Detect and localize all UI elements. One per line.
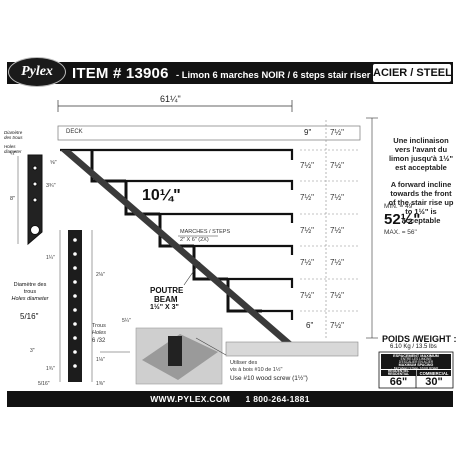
holes3-en: Holes [92, 330, 107, 336]
spacing-en-2: BETWEEN STEEL STAIR RISER [393, 366, 439, 370]
rise-right-5: 7½" [330, 258, 344, 267]
rise-right-7: 7½" [330, 321, 344, 330]
screw-note-fr-2: vis à bois #10 de 1½" [230, 367, 283, 373]
diagonal-beam [60, 150, 292, 342]
deck-label: DECK [66, 129, 83, 135]
total-run-dimension [57, 100, 293, 112]
screw-detail-photo [135, 327, 227, 385]
vdim-3: 3" [30, 348, 35, 354]
beam-label-1: POUTRE [150, 286, 184, 295]
hole-dia-en: Holes diameter [11, 296, 49, 302]
footer-phone: 1 800-264-1881 [245, 394, 310, 404]
small-hole-dia-val: ¼" [10, 151, 16, 157]
rise-left-3: 7½" [300, 226, 314, 235]
item-number: ITEM # 13906 [72, 65, 169, 82]
pylex-logo: Pylex [8, 57, 66, 87]
concrete-pad [225, 341, 359, 357]
residential-label: RÉSIDENTIEL RESIDENTIAL [387, 369, 410, 376]
rise-right-4: 7½" [330, 226, 344, 235]
material-tag: ACIER / STEEL [373, 64, 452, 82]
beam-size: 1½" X 3" [150, 304, 179, 311]
small-hole-dia-en: Holes diameter [4, 144, 22, 155]
vdim-5-16: 5/16" [38, 381, 50, 387]
rise-left-1: 7½" [300, 161, 314, 170]
commercial-value: 30" [425, 376, 443, 388]
screw-note-en: Use #10 wood screw (1½") [230, 375, 308, 382]
holes3-fr: Trous [92, 323, 106, 329]
rise-guide-lines [300, 120, 360, 340]
vertical-bracket [59, 230, 130, 382]
spacing-fr-1: ESPACEMENT MAXIMUM [393, 354, 439, 358]
header-band [7, 62, 453, 84]
incline-note-fr: Une inclinaison vers l'avant du limon ju… [388, 136, 454, 172]
height-max: MAX. = 56" [384, 229, 417, 236]
step-depth-label: 10¼" [140, 187, 183, 205]
vdim-1-1-4: 1¼" [46, 255, 55, 261]
vdim-2-1-8: 2⅛" [96, 272, 105, 278]
deck-board [57, 125, 361, 141]
side-bracket [17, 154, 43, 246]
hole-dia-val: 5/16" [20, 312, 39, 321]
height-min: MIN. = 49" [384, 203, 415, 210]
holes3-val: 6 /32 [92, 338, 106, 344]
vdim-1-1-8: 1⅛" [96, 357, 105, 363]
treads-size: 2" X 6" (2X) [180, 237, 209, 243]
spacing-en-1: MAXIMUM SPACING [398, 363, 434, 367]
rise-right-2: 7½" [330, 161, 344, 170]
footer-website[interactable]: WWW.PYLEX.COM [150, 394, 231, 404]
spacing-fr-2: ENTRE LES LIMONS [400, 357, 432, 361]
weight-table [378, 351, 454, 389]
product-description: - Limon 6 marches NOIR / 6 steps stair r… [176, 69, 406, 80]
logo-text: Pylex [21, 64, 53, 79]
rise-left-5: 7½" [300, 291, 314, 300]
rise-right-6: 7½" [330, 291, 344, 300]
bottom-rise-label: 6" [306, 321, 314, 330]
height-nominal: 52½" [384, 211, 421, 228]
beam-callout-line [183, 261, 201, 286]
rise-right-1: 7½" [330, 128, 344, 137]
overall-height-dimension [366, 117, 378, 339]
residential-value: 66" [389, 376, 408, 388]
treads-label: MARCHES / STEPS [180, 229, 231, 235]
side-dim-5-8: ⅝" [50, 160, 57, 166]
rise-left-4: 7½" [300, 258, 314, 267]
vdim-5-1-4: 5¼" [122, 318, 131, 324]
total-run-label: 61¼" [160, 94, 181, 104]
weight-value: 6.10 Kg / 13.5 lbs [390, 344, 437, 350]
side-dim-3-3-4: 3¾" [46, 183, 56, 189]
vdim-1-3-4: 1¾" [46, 366, 55, 372]
side-dim-8: 8" [10, 196, 16, 202]
spacing-fr-3: D'ESCALIER EN ACIER [398, 360, 434, 364]
screw-note-fr-1: Utiliser des [230, 360, 258, 366]
rise-right-3: 7½" [330, 193, 344, 202]
vdim-1-3-8: 1⅜" [96, 381, 105, 387]
small-hole-dia-fr: Diamètre des trous [4, 130, 23, 141]
footer-band: WWW.PYLEX.COM 1 800-264-1881 [7, 391, 453, 407]
weight-title: POIDS /WEIGHT : [382, 334, 457, 344]
hole-dia-fr: Diamètre des trous [13, 282, 47, 295]
top-rise-label: 9" [304, 128, 312, 137]
commercial-label: COMMERCIAL [419, 371, 449, 376]
rise-left-2: 7½" [300, 193, 314, 202]
incline-note-en: A forward incline towards the front of t… [388, 180, 454, 225]
beam-label-2: BEAM [154, 295, 178, 304]
